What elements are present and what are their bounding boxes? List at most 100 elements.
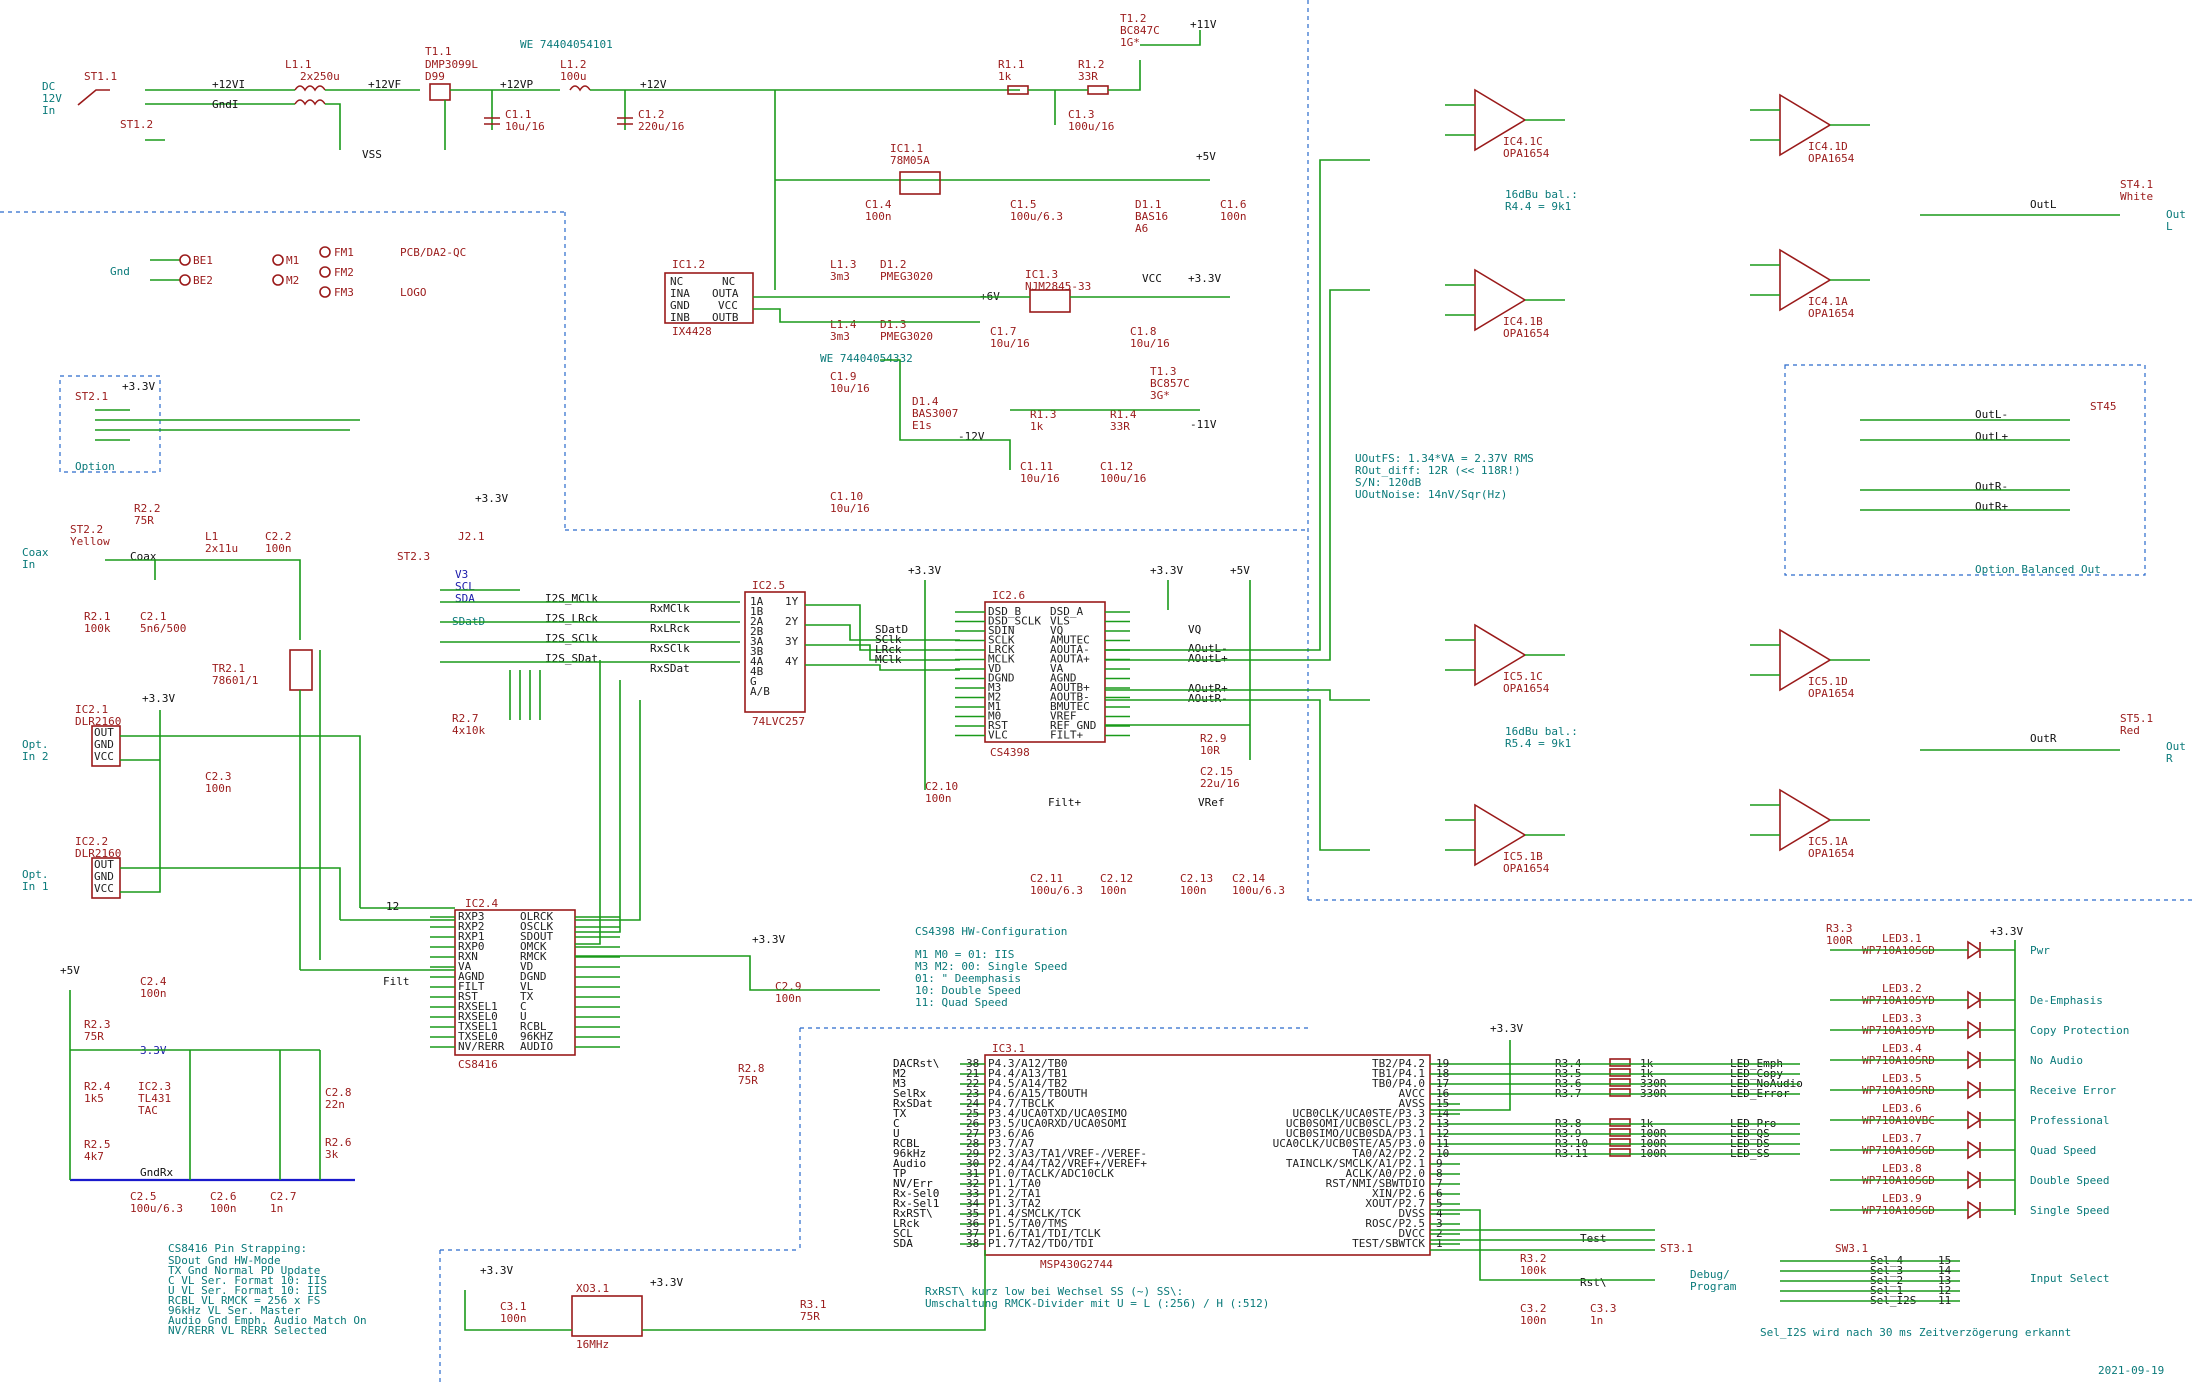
opamp-ref: IC5.1B [1503, 850, 1543, 863]
c12-val: 220u/16 [638, 120, 684, 133]
sclk-net: SClk [875, 633, 902, 646]
ic26-pin-right: VA [1050, 662, 1064, 675]
pcb-label: PCB/DA2-QC [400, 246, 466, 259]
pin5: RCBL VL RMCK = 256 x FS [168, 1294, 320, 1307]
ic31-signal: C [893, 1117, 900, 1130]
ic24-pin-left: RXSEL1 [458, 1000, 498, 1013]
bal1: 16dBu bal.:R4.4 = 9k1 [1505, 188, 1578, 213]
c215-ref: C2.15 [1200, 765, 1233, 778]
ic24-pin-left: TXSEL1 [458, 1020, 498, 1033]
ic25-pin: 2A [750, 615, 764, 628]
aoutl-m: AOutL- [1188, 642, 1228, 655]
xo31-part: 16MHz [576, 1338, 609, 1351]
ic31-pin-left: P2.3/A3/TA1/VREF-/VEREF- [988, 1147, 1147, 1160]
ic31-signal: SelRx [893, 1087, 926, 1100]
c12-ref: C1.2 [638, 108, 665, 121]
ic31-pin-num: 4 [1436, 1207, 1443, 1220]
ic21-part: DLR2160 [75, 715, 121, 728]
r23-val: 75R [84, 1030, 104, 1043]
r27-val: 4x10k [452, 724, 485, 737]
led-ref: LED3.4 [1882, 1042, 1922, 1055]
ic31-pin-left: P4.3/A12/TB0 [988, 1057, 1067, 1070]
receiver-section: +5V C2.4 100n R2.3 75R 3.3V R2.4 1k5 IC2… [60, 660, 880, 1215]
d14-part: BAS3007 [912, 407, 958, 420]
led-ref: LED3.1 [1882, 932, 1922, 945]
r13-val: 1k [1030, 420, 1044, 433]
ic24-pin-left: RXP0 [458, 940, 485, 953]
ic31-signal: Audio [893, 1157, 926, 1170]
ic31-pin-right: ACLK/A0/P2.0 [1346, 1167, 1425, 1180]
gndi: GndI [212, 98, 239, 111]
ic22-vcc: VCC [94, 882, 114, 895]
ic24-pin-right: VD [520, 960, 533, 973]
ic31-pin-num: 34 [966, 1197, 980, 1210]
p33v-f: +3.3V [908, 564, 941, 577]
cfg2: M3 M2: 00: Single Speed [915, 960, 1067, 973]
ic26-pin-right: DSD_A [1050, 605, 1083, 618]
ic31-pin-num: 11 [1436, 1137, 1449, 1150]
ic22-gnd: GND [94, 870, 114, 883]
ic26-pin-right: VQ [1050, 624, 1063, 637]
opamp-part: OPA1654 [1503, 862, 1550, 875]
r29-ref: R2.9 [1200, 732, 1227, 745]
ic31-pin-left: P2.4/A4/TA2/VREF+/VEREF+ [988, 1157, 1147, 1170]
r25-val: 4k7 [84, 1150, 104, 1163]
c17-val: 10u/16 [990, 337, 1030, 350]
outl-p: OutL+ [1975, 430, 2008, 443]
debug-label: Debug/Program [1690, 1268, 1737, 1293]
ic26-pin-left: SCLK [988, 634, 1015, 647]
ic31-signal: M2 [893, 1067, 906, 1080]
ic31-pins: P4.3/A12/TB038DACRst\P4.4/A13/TB121M2P4.… [893, 1057, 1460, 1250]
d14-ref: D1.4 [912, 395, 939, 408]
ic31-pin-num: 2 [1436, 1227, 1443, 1240]
c19-val: 10u/16 [830, 382, 870, 395]
opamp-symbol [1779, 788, 1832, 852]
opamp-symbol [1474, 88, 1527, 152]
ic31-pin-right: TAINCLK/SMCLK/A1/P2.1 [1286, 1157, 1425, 1170]
uout2: ROut_diff: 12R (<< 118R!) [1355, 464, 1521, 477]
c212-val: 100n [1100, 884, 1127, 897]
opamp-symbol [1779, 248, 1832, 312]
ic31-signal: U [893, 1127, 900, 1140]
t12-part: BC847C [1120, 24, 1160, 37]
led-ref: LED3.6 [1882, 1102, 1922, 1115]
led-misc: R3.3 100R +3.3V [1826, 922, 2023, 947]
ic22-out: OUT [94, 858, 114, 871]
rx-note1: RxRST\ kurz low bei Wechsel SS (~) SS\: [925, 1285, 1183, 1298]
we2-label: WE 74404054332 [820, 352, 913, 365]
pin7: Audio Gnd Emph. Audio Match On [168, 1314, 367, 1327]
ic31-pin-left: P1.5/TA0/TMS [988, 1217, 1067, 1230]
st11-ref: ST1.1 [84, 70, 117, 83]
regulators: IC1.1 78M05A +5V C1.4 100n C1.5 100u/6.3… [664, 90, 1247, 515]
c22-val: 100n [265, 542, 292, 555]
c32-val: 100n [1520, 1314, 1547, 1327]
ic31-signal: RCBL [893, 1137, 920, 1150]
cfg4: 10: Double Speed [915, 984, 1021, 997]
j21-ref: J2.1 [458, 530, 485, 543]
ic12-vcc: VCC [718, 299, 738, 312]
c17-ref: C1.7 [990, 325, 1017, 338]
ic24-pin-left: AGND [458, 970, 485, 983]
st41-ref: ST4.1 [2120, 178, 2153, 191]
l11-ref: L1.1 [285, 58, 312, 71]
c214-val: 100u/6.3 [1232, 884, 1285, 897]
ic26-pin-right: AMUTEC [1050, 634, 1090, 647]
ic31-pin-num: 23 [966, 1087, 979, 1100]
led-function: Double Speed [2030, 1174, 2109, 1187]
outr-m: OutR- [1975, 480, 2008, 493]
ic31-pin-right: AVCC [1399, 1087, 1426, 1100]
ic31-signal: M3 [893, 1077, 906, 1090]
opamp-part: OPA1654 [1503, 682, 1550, 695]
be1: BE1 [193, 254, 213, 267]
ic24-pins: RXP3RXP2RXP1RXP0RXNVAAGNDFILTRSTRXSEL1RX… [430, 910, 620, 1053]
opamp-part: OPA1654 [1808, 847, 1855, 860]
st12-ref: ST1.2 [120, 118, 153, 131]
opamp-symbol [1474, 803, 1527, 867]
c27-val: 1n [270, 1202, 283, 1215]
opamp-part: OPA1654 [1808, 152, 1855, 165]
